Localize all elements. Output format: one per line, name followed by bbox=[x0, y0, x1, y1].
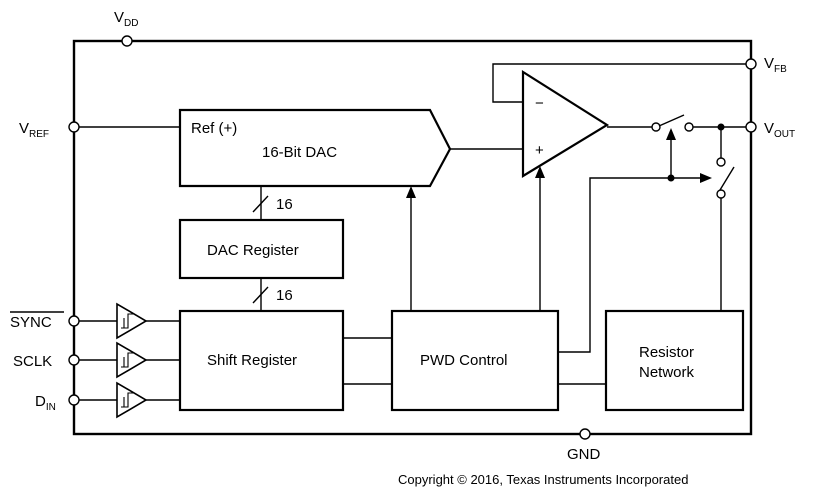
chip-outline bbox=[72, 39, 753, 436]
din-buffer bbox=[116, 381, 148, 419]
pwd-switch-control-wire bbox=[559, 177, 700, 353]
din-schmitt-icon bbox=[121, 392, 134, 408]
output-switch-blade bbox=[658, 114, 685, 127]
sclk-label: SCLK bbox=[13, 353, 52, 370]
dac-label: 16-Bit DAC bbox=[262, 144, 337, 161]
upper-bus-width-label: 16 bbox=[276, 196, 293, 213]
dac-ref-label: Ref (+) bbox=[191, 120, 237, 137]
feedback-wire bbox=[492, 63, 751, 103]
pwd-to-dac-arrow bbox=[406, 186, 416, 198]
lower-bus-slash bbox=[252, 286, 269, 304]
vfb-label: VFB bbox=[764, 55, 787, 75]
sclk-pin bbox=[68, 354, 80, 366]
gnd-label: GND bbox=[567, 446, 601, 463]
amp-plus-label: + bbox=[535, 142, 544, 159]
vref-label: VREF bbox=[19, 120, 49, 140]
vfb-pin bbox=[745, 58, 757, 70]
resistor-network-label-1: Resistor bbox=[639, 344, 694, 361]
shift-register-label: Shift Register bbox=[207, 352, 297, 369]
pwd-to-amp-arrow bbox=[535, 166, 545, 178]
resistor-network-block bbox=[604, 309, 745, 412]
lower-bus-width-label: 16 bbox=[276, 287, 293, 304]
sync-schmitt-icon bbox=[121, 313, 134, 329]
sync-pin bbox=[68, 315, 80, 327]
pwd-control-label: PWD Control bbox=[420, 352, 508, 369]
output-switch-contact-b bbox=[684, 122, 694, 132]
pulldown-switch-contact-b bbox=[716, 189, 726, 199]
switch-control-arrow bbox=[700, 173, 712, 183]
dac-block bbox=[178, 108, 452, 188]
sync-label: SYNC bbox=[10, 314, 52, 331]
pwd-control-block bbox=[390, 309, 560, 412]
vref-pin bbox=[68, 121, 80, 133]
output-amplifier bbox=[521, 70, 610, 178]
copyright-notice: Copyright © 2016, Texas Instruments Inco… bbox=[398, 472, 688, 487]
output-switch-contact-a bbox=[651, 122, 661, 132]
vdd-pin bbox=[121, 35, 133, 47]
upper-bus-slash bbox=[252, 195, 269, 213]
dac-register-label: DAC Register bbox=[207, 242, 299, 259]
sclk-buffer bbox=[116, 341, 148, 379]
vout-pin bbox=[745, 121, 757, 133]
pulldown-switch-contact-a bbox=[716, 157, 726, 167]
vout-label: VOUT bbox=[764, 120, 795, 140]
shift-register-block bbox=[178, 309, 345, 412]
gnd-pin bbox=[579, 428, 591, 440]
sync-buffer bbox=[116, 302, 148, 340]
vdd-label: VDD bbox=[114, 9, 138, 29]
output-switch-control-arrow bbox=[666, 128, 676, 140]
amp-minus-label: − bbox=[535, 95, 544, 112]
resistor-network-label-2: Network bbox=[639, 364, 695, 381]
din-pin bbox=[68, 394, 80, 406]
sclk-schmitt-icon bbox=[121, 352, 134, 368]
din-label: DIN bbox=[35, 393, 56, 413]
pulldown-switch-blade bbox=[719, 166, 735, 191]
